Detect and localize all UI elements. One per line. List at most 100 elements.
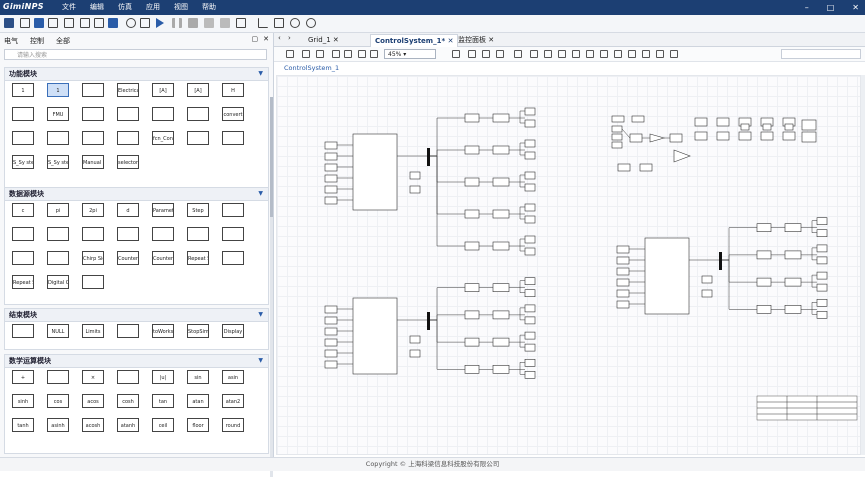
input-port[interactable] [616,245,630,254]
scope-block[interactable] [816,256,828,265]
input-port[interactable] [324,152,338,161]
library-block[interactable]: c [12,203,34,217]
library-block[interactable] [82,227,104,241]
sum-block[interactable] [629,133,643,143]
canvas-tool-icon[interactable] [600,50,608,58]
canvas-tool-icon[interactable] [482,50,490,58]
library-block[interactable]: [A] [187,83,209,97]
gain-block[interactable] [464,241,480,251]
library-block[interactable] [152,107,174,121]
transfer-block[interactable] [784,223,802,232]
transfer-block[interactable] [492,113,510,123]
gain-block[interactable] [756,250,772,260]
transfer-block[interactable] [492,310,510,320]
gain-block[interactable] [464,209,480,219]
scope-block[interactable] [524,119,536,128]
scope-block[interactable] [524,289,536,297]
canvas-tool-icon[interactable] [586,50,594,58]
tab-nav-right-icon[interactable]: › [288,34,291,42]
minimize-icon[interactable]: – [804,3,809,12]
library-icon[interactable] [108,18,118,28]
scope-block[interactable] [524,331,536,340]
scope-block[interactable] [524,247,536,256]
library-block[interactable] [82,83,104,97]
help-icon[interactable] [306,18,316,28]
section-header[interactable]: 数据源模块▼ [5,188,268,201]
library-block[interactable]: atan2 [222,394,244,408]
canvas-tool-icon[interactable] [332,50,340,58]
library-block[interactable]: round [222,418,244,432]
new-file-icon[interactable] [20,18,30,28]
library-scrollbar[interactable] [270,97,273,477]
saturation-block[interactable] [669,133,683,143]
switch-block[interactable] [716,131,730,141]
canvas-scrollbar[interactable] [861,75,865,455]
library-search-input[interactable]: 请输入搜索 [4,49,267,60]
switch-block[interactable] [760,131,774,141]
input-port[interactable] [324,360,338,369]
chevron-down-icon[interactable]: ▼ [258,357,263,364]
input-port[interactable] [324,349,338,358]
subsystem-block[interactable] [644,237,690,315]
input-port[interactable] [616,300,630,309]
gain-block[interactable] [464,337,480,347]
library-block[interactable] [117,370,139,384]
canvas-search-input[interactable] [781,49,861,59]
library-block[interactable] [47,227,69,241]
menu-file[interactable]: 文件 [62,3,76,11]
menu-apps[interactable]: 应用 [146,3,160,11]
scope-block[interactable] [524,343,536,352]
tab-nav-left-icon[interactable]: ‹ [278,34,281,42]
section-header[interactable]: 功能模块▼ [5,68,268,81]
library-block[interactable]: 2pi [82,203,104,217]
run-icon[interactable] [156,18,164,28]
transfer-block[interactable] [492,177,510,187]
library-block[interactable]: Repeat Seq [12,275,34,289]
library-block[interactable]: Counter Limited [117,251,139,265]
library-block[interactable]: Digital Clock [47,275,69,289]
bus-selector[interactable] [427,312,430,330]
input-port[interactable] [324,174,338,183]
switch-block[interactable] [694,131,708,141]
save-as-icon[interactable] [48,18,58,28]
library-block[interactable]: Chirp Signal [82,251,104,265]
library-block[interactable]: |u| [152,370,174,384]
gain-block[interactable] [464,310,480,320]
library-block[interactable] [12,324,34,338]
section-header[interactable]: 数学运算模块▼ [5,355,268,368]
scope-block[interactable] [524,235,536,244]
output-block[interactable] [409,185,421,194]
transfer-block[interactable] [492,337,510,347]
canvas-tool-icon[interactable] [316,50,324,58]
export-icon[interactable] [94,18,104,28]
const-block[interactable] [617,163,631,172]
library-block[interactable]: Electrical Interface [117,83,139,97]
library-block[interactable]: fcn_Convert [152,131,174,145]
transfer-block[interactable] [492,283,510,292]
canvas-tool-icon[interactable] [656,50,664,58]
gain-triangle[interactable] [649,133,666,143]
library-block[interactable] [187,227,209,241]
library-block[interactable] [82,275,104,289]
library-block[interactable] [152,227,174,241]
library-block[interactable]: 1 [47,83,69,97]
library-block[interactable] [12,251,34,265]
input-port[interactable] [324,141,338,150]
library-block[interactable]: asin [222,370,244,384]
open-icon[interactable] [64,18,74,28]
record-icon[interactable] [236,18,246,28]
library-block[interactable] [117,107,139,121]
input-port[interactable] [616,256,630,265]
scope-block[interactable] [524,107,536,116]
compile-icon[interactable] [140,18,150,28]
scope-block[interactable] [524,215,536,224]
library-block[interactable]: 1 [12,83,34,97]
library-block[interactable]: sin [187,370,209,384]
menu-help[interactable]: 帮助 [202,3,216,11]
scope-block[interactable] [524,171,536,180]
chevron-down-icon[interactable]: ▼ [258,190,263,197]
chart-icon[interactable] [258,18,268,28]
input-port[interactable] [611,141,623,149]
output-block[interactable] [701,289,713,298]
input-port[interactable] [616,267,630,276]
